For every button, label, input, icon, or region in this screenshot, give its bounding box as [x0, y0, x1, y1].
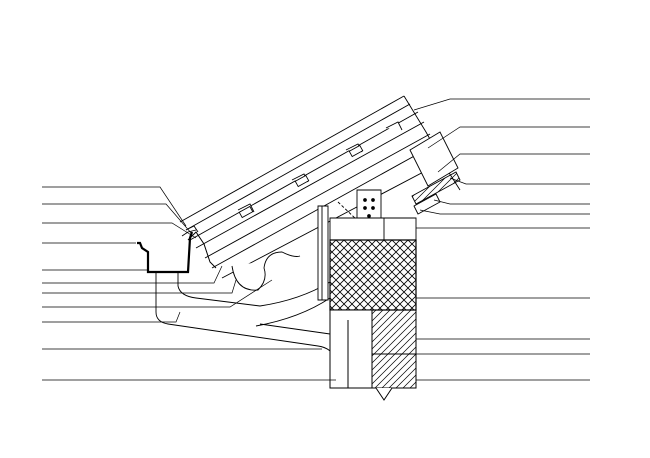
- wall-inner-face: [330, 310, 372, 388]
- gutter-profile: [137, 232, 192, 272]
- leader-right-5: [434, 200, 590, 204]
- bolt-hole: [367, 214, 371, 218]
- leader-left-3: [42, 223, 196, 238]
- ring-beam: [330, 240, 416, 310]
- vertical-fascia-board: [318, 206, 328, 300]
- bolt-hole: [371, 198, 375, 202]
- soffit-curve: [256, 298, 330, 326]
- wall-top: [318, 190, 416, 300]
- wall-plate: [330, 218, 416, 240]
- bolt-hole: [363, 206, 367, 210]
- masonry-wall: [330, 240, 416, 400]
- left-leaders: [42, 187, 336, 380]
- leader-left-1: [42, 187, 186, 226]
- rafter-cutout: [232, 252, 300, 290]
- gutter-hook: [188, 232, 216, 268]
- bolt-hole: [371, 206, 375, 210]
- tile-nib: [239, 206, 252, 217]
- bolt-hole: [363, 198, 367, 202]
- window-sill: [376, 388, 392, 400]
- roof-outer-line: [180, 96, 404, 222]
- gutter-bracket: [182, 230, 196, 236]
- gutter: [137, 230, 216, 272]
- membrane-line: [205, 134, 430, 258]
- leader-right-3: [438, 154, 590, 172]
- roof-tile-top: [186, 104, 410, 230]
- leader-right-1: [414, 99, 590, 110]
- leader-left-6: [42, 266, 222, 283]
- leader-left-8: [42, 280, 272, 307]
- right-leaders: [414, 99, 590, 380]
- wall-block: [372, 310, 416, 354]
- fascia-small-block: [414, 194, 440, 214]
- leader-right-2: [428, 127, 590, 148]
- leader-right-4: [450, 178, 590, 184]
- roof-tiles: [186, 122, 402, 232]
- tile-nib: [295, 175, 308, 186]
- fascia-strip: [412, 172, 460, 204]
- dashed-line: [338, 202, 357, 220]
- tile-nib: [349, 145, 362, 156]
- insulation-block: [410, 132, 458, 186]
- leader-left-7: [42, 280, 236, 293]
- counter-batten-line: [196, 122, 424, 248]
- wall-block: [372, 354, 416, 388]
- downpipe-inner: [178, 272, 330, 306]
- leader-right-6: [420, 210, 590, 214]
- leader-left-9: [42, 312, 180, 322]
- leader-left-2: [42, 204, 192, 234]
- tile: [386, 122, 402, 130]
